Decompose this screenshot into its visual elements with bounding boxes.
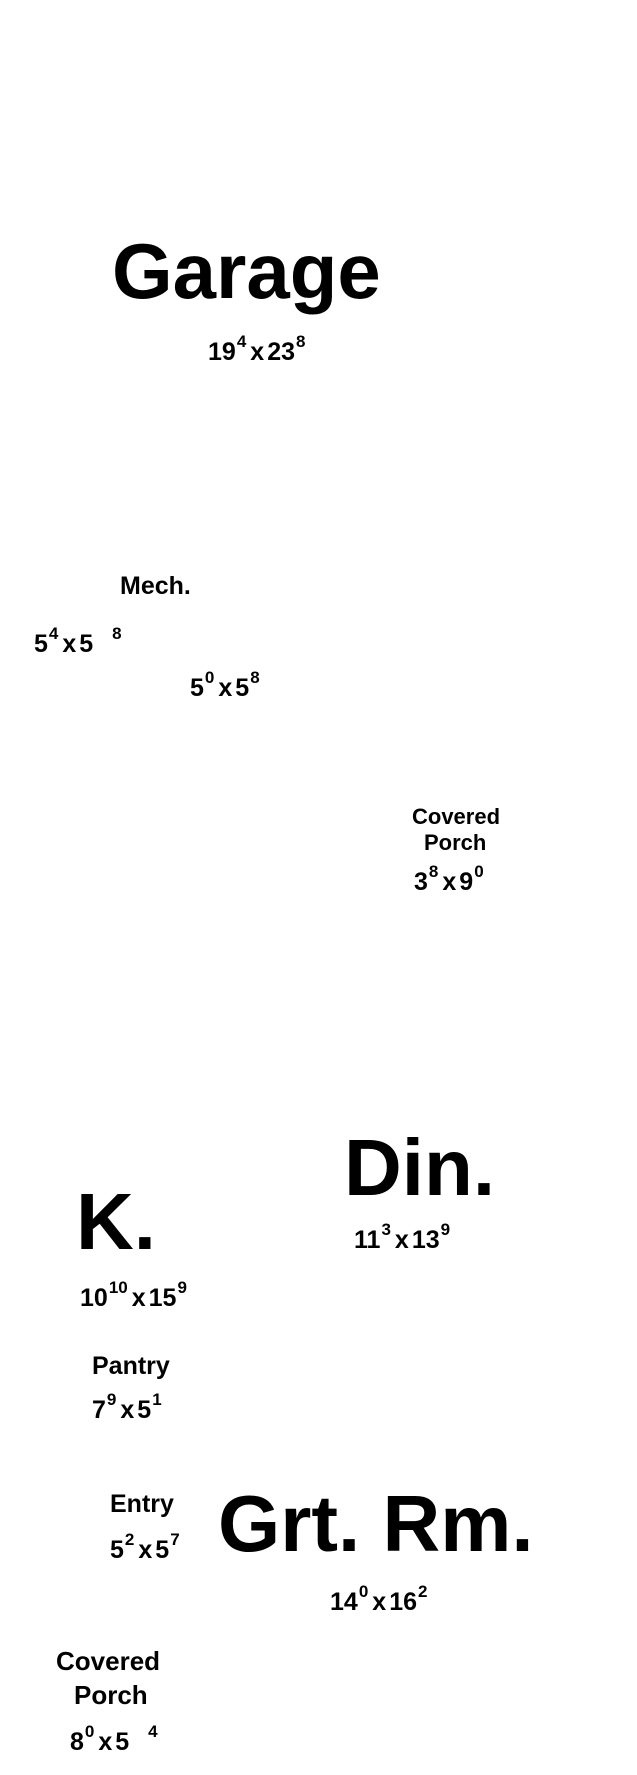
dim-depth-feet: 5 (155, 1536, 170, 1564)
dim-width-feet: 7 (92, 1396, 106, 1424)
dim-depth-feet: 5 (235, 674, 250, 702)
dim-depth-feet: 9 (459, 868, 474, 896)
dim-depth-inches: 8 (296, 332, 306, 352)
dim-width-feet: 5 (110, 1536, 124, 1564)
dim-separator: x (394, 1226, 409, 1254)
dim-separator: x (131, 1284, 146, 1312)
dim-depth-inches: 1 (152, 1390, 162, 1410)
dim-width-inches: 4 (236, 332, 247, 352)
dim-width-feet: 10 (80, 1284, 108, 1312)
dim-depth-inches: 2 (418, 1582, 428, 1602)
covered-porch-bottom-label-line1: Covered (56, 1646, 161, 1676)
dim-width-inches: 0 (84, 1722, 95, 1742)
great-room-label: Grt. Rm. (218, 1479, 534, 1568)
covered-porch-bottom-label-line2: Porch (74, 1680, 148, 1710)
dim-depth-feet: 5 (79, 630, 94, 658)
dim-separator: x (442, 868, 457, 896)
covered-porch-top-label-line2: Porch (424, 830, 487, 855)
dim-depth-inches: 8 (112, 624, 122, 644)
dim-depth-inches: 7 (170, 1530, 180, 1550)
dim-width-feet: 14 (330, 1588, 358, 1616)
dim-depth-inches: 9 (177, 1278, 187, 1298)
dim-separator: x (120, 1396, 135, 1424)
dim-width-inches: 8 (428, 862, 439, 882)
covered-porch-top-label-line1: Covered (412, 804, 501, 829)
dim-width-inches: 10 (108, 1278, 128, 1298)
dim-width-inches: 2 (124, 1530, 135, 1550)
dim-width-inches: 9 (106, 1390, 117, 1410)
dim-depth-feet: 15 (148, 1284, 177, 1312)
dim-width-inches: 0 (358, 1582, 369, 1602)
dim-width-feet: 5 (34, 630, 48, 658)
dim-depth-inches: 9 (440, 1220, 451, 1240)
dim-width-feet: 8 (70, 1728, 84, 1756)
dim-width-inches: 3 (381, 1220, 391, 1240)
dim-width-feet: 3 (414, 868, 428, 896)
dim-separator: x (138, 1536, 153, 1564)
dim-depth-feet: 5 (137, 1396, 152, 1424)
dim-separator: x (372, 1588, 387, 1616)
dim-depth-inches: 4 (148, 1722, 158, 1742)
dim-width-feet: 19 (208, 338, 236, 366)
dim-width-inches: 0 (204, 668, 215, 688)
mech-label: Mech. (120, 572, 191, 600)
dim-separator: x (62, 630, 77, 658)
dim-depth-inches: 8 (250, 668, 260, 688)
pantry-label: Pantry (92, 1352, 170, 1380)
dim-width-inches: 4 (48, 624, 59, 644)
dim-depth-feet: 13 (411, 1226, 440, 1254)
kitchen-label: K. (76, 1177, 156, 1266)
entry-label: Entry (110, 1490, 174, 1518)
garage-label: Garage (112, 227, 381, 315)
dim-width-feet: 5 (190, 674, 204, 702)
dim-depth-feet: 5 (115, 1728, 130, 1756)
dining-label: Din. (344, 1123, 496, 1212)
dim-separator: x (218, 674, 233, 702)
dim-width-feet: 11 (354, 1226, 381, 1254)
dim-depth-inches: 0 (474, 862, 484, 882)
dim-depth-feet: 23 (267, 338, 295, 366)
dim-depth-feet: 16 (389, 1588, 417, 1616)
dim-separator: x (250, 338, 265, 366)
dim-separator: x (98, 1728, 113, 1756)
